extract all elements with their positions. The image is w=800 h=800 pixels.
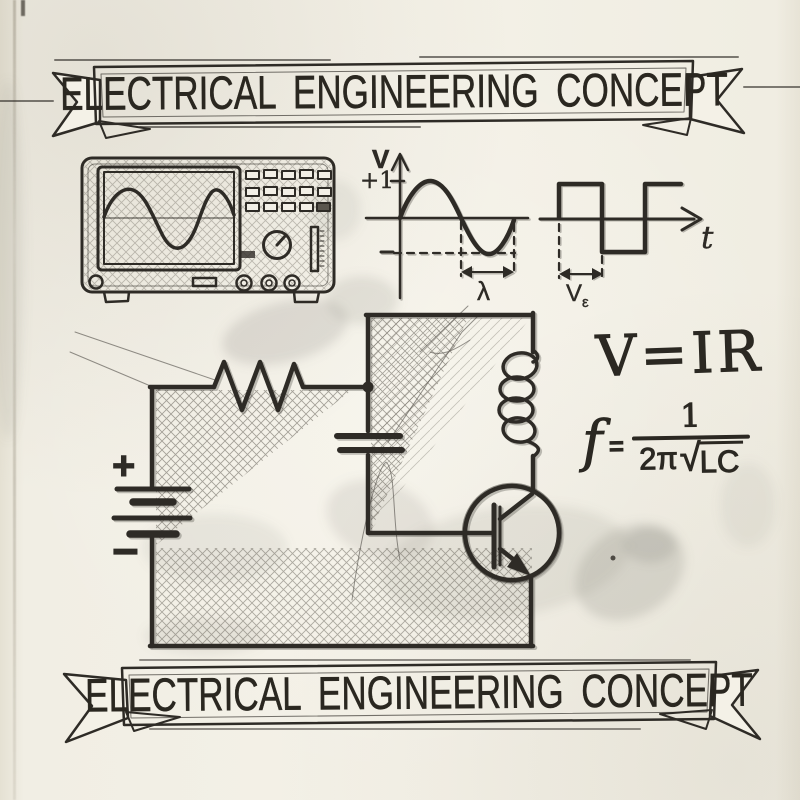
resonant-frequency-formula: f = 1 2π √ LC bbox=[581, 396, 750, 482]
ribbon-body bbox=[120, 660, 718, 727]
ohms-law-formula: V=IR bbox=[594, 319, 765, 391]
port-slot bbox=[191, 276, 218, 288]
sine-y-axis-label: V bbox=[372, 144, 390, 175]
sine-wave-plot bbox=[364, 152, 530, 300]
screen-sine-trace bbox=[102, 187, 236, 250]
sine-wavelength-label: λ bbox=[477, 276, 490, 306]
slider-control bbox=[309, 225, 325, 273]
bottom-banner-ribbon bbox=[62, 659, 762, 744]
collector-lead bbox=[497, 491, 535, 522]
oscilloscope-illustration bbox=[80, 156, 336, 304]
oscilloscope-screen bbox=[96, 165, 242, 272]
square-interval-label: Vε bbox=[566, 280, 589, 311]
formula-fraction: 1 2π √ LC bbox=[631, 396, 750, 481]
formula-equals: = bbox=[608, 430, 625, 461]
fraction-numerator: 1 bbox=[679, 396, 702, 435]
ribbon-tail-left bbox=[51, 71, 102, 138]
button-grid bbox=[245, 169, 332, 212]
crosshatch-shading bbox=[156, 318, 532, 644]
indicator-lamp bbox=[240, 251, 255, 258]
top-banner-title: ELECTRICAL ENGINEERING CONCEPT bbox=[60, 61, 728, 123]
small-knobs bbox=[235, 274, 301, 292]
sqrt-radicand: LC bbox=[697, 440, 744, 480]
top-banner-text: ELECTRICAL ENGINEERING CONCEPT bbox=[59, 62, 729, 121]
sine-amplitude-tick: +1 bbox=[360, 168, 394, 194]
formula-lhs: f bbox=[581, 408, 604, 475]
interval-main: V bbox=[566, 280, 583, 307]
fraction-denominator: 2π √ LC bbox=[638, 437, 744, 481]
ribbon-body bbox=[92, 59, 695, 126]
feet bbox=[102, 290, 321, 304]
bottom-banner-text: ELECTRICAL ENGINEERING CONCEPT bbox=[84, 663, 754, 722]
ink-speck bbox=[610, 555, 616, 561]
main-knob bbox=[262, 230, 292, 260]
top-banner-ribbon bbox=[0, 56, 800, 139]
square-wave-plot bbox=[538, 181, 703, 281]
square-x-axis-label: t bbox=[701, 220, 714, 256]
denominator-coefficient: 2π bbox=[638, 440, 679, 477]
battery-positive-label: + bbox=[111, 444, 136, 489]
paper-nick bbox=[21, 0, 25, 16]
interval-sub: ε bbox=[582, 293, 589, 311]
circuit-diagram bbox=[111, 310, 564, 648]
ribbon-fold-right bbox=[642, 117, 692, 136]
battery-negative-label: − bbox=[112, 525, 140, 578]
screw-knob bbox=[88, 274, 104, 290]
bottom-banner-title: ELECTRICAL ENGINEERING CONCEPT bbox=[85, 661, 754, 724]
